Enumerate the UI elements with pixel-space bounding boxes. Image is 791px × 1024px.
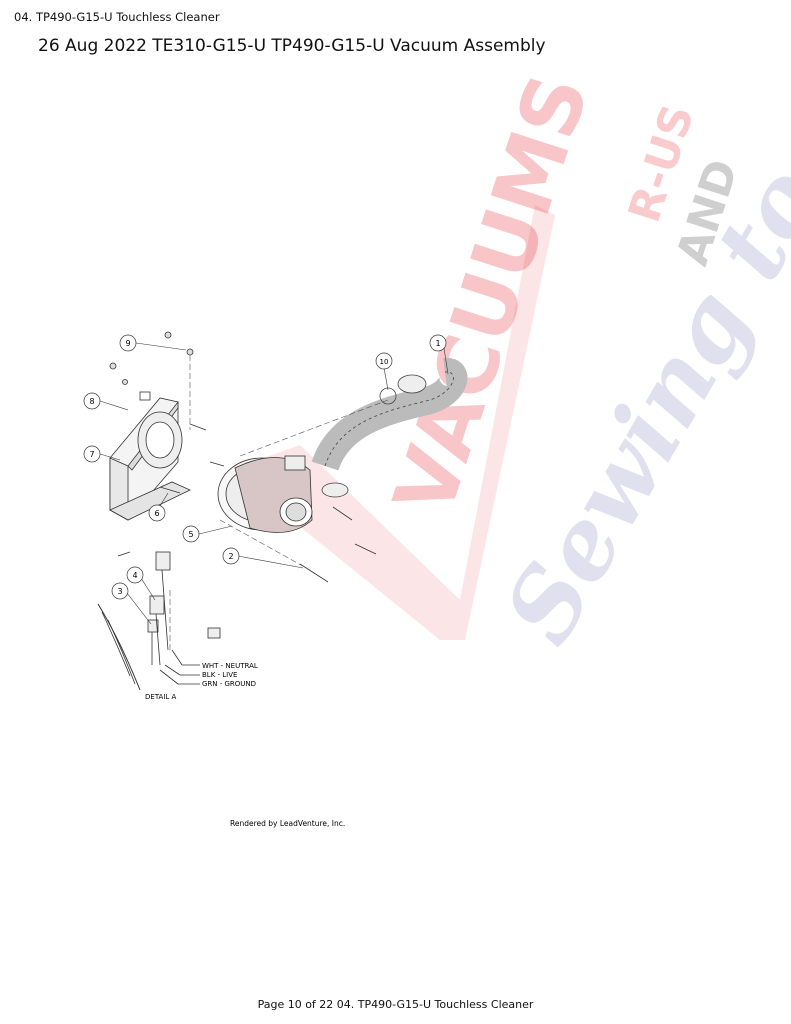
section-header: 04. TP490-G15-U Touchless Cleaner	[14, 10, 220, 24]
callout-label: 5	[188, 530, 193, 539]
wire-label-neutral: WHT - NEUTRAL	[202, 662, 258, 670]
callout-1: 1	[429, 334, 449, 375]
callout-6: 6	[148, 492, 169, 522]
callout-7: 7	[83, 445, 121, 463]
detail-a-label: DETAIL A	[145, 693, 177, 701]
detail-a-drawing	[97, 551, 221, 691]
motor-part	[217, 455, 313, 533]
assembly-lines	[169, 355, 389, 650]
callout-label: 3	[117, 587, 122, 596]
callout-2: 2	[222, 547, 304, 569]
callout-4: 4	[126, 566, 156, 601]
callout-label: 1	[435, 339, 440, 348]
watermark-v-shape	[230, 205, 555, 640]
callout-label: 2	[228, 552, 233, 561]
callout-9: 9	[119, 334, 187, 352]
wire-label-live: BLK - LIVE	[202, 671, 237, 679]
callout-5: 5	[182, 525, 233, 543]
callout-label: 8	[89, 397, 94, 406]
callout-10: 10	[375, 352, 393, 391]
hose-part	[311, 358, 468, 498]
callout-8: 8	[83, 392, 129, 411]
watermark: VACUUMS R-US AND Sewing too	[230, 64, 791, 661]
page-footer: Page 10 of 22 04. TP490-G15-U Touchless …	[257, 998, 534, 1011]
rendered-by: Rendered by LeadVenture, Inc.	[230, 819, 345, 828]
callout-label: 7	[89, 450, 94, 459]
fasteners	[109, 331, 377, 583]
callout-3: 3	[111, 582, 152, 625]
callout-label: 6	[154, 509, 159, 518]
page-title: 26 Aug 2022 TE310-G15-U TP490-G15-U Vacu…	[38, 36, 546, 56]
callout-label: 10	[380, 358, 389, 366]
callout-label: 9	[125, 339, 130, 348]
callout-label: 4	[132, 571, 137, 580]
wire-label-ground: GRN - GROUND	[202, 680, 256, 688]
bracket-part	[109, 391, 191, 521]
